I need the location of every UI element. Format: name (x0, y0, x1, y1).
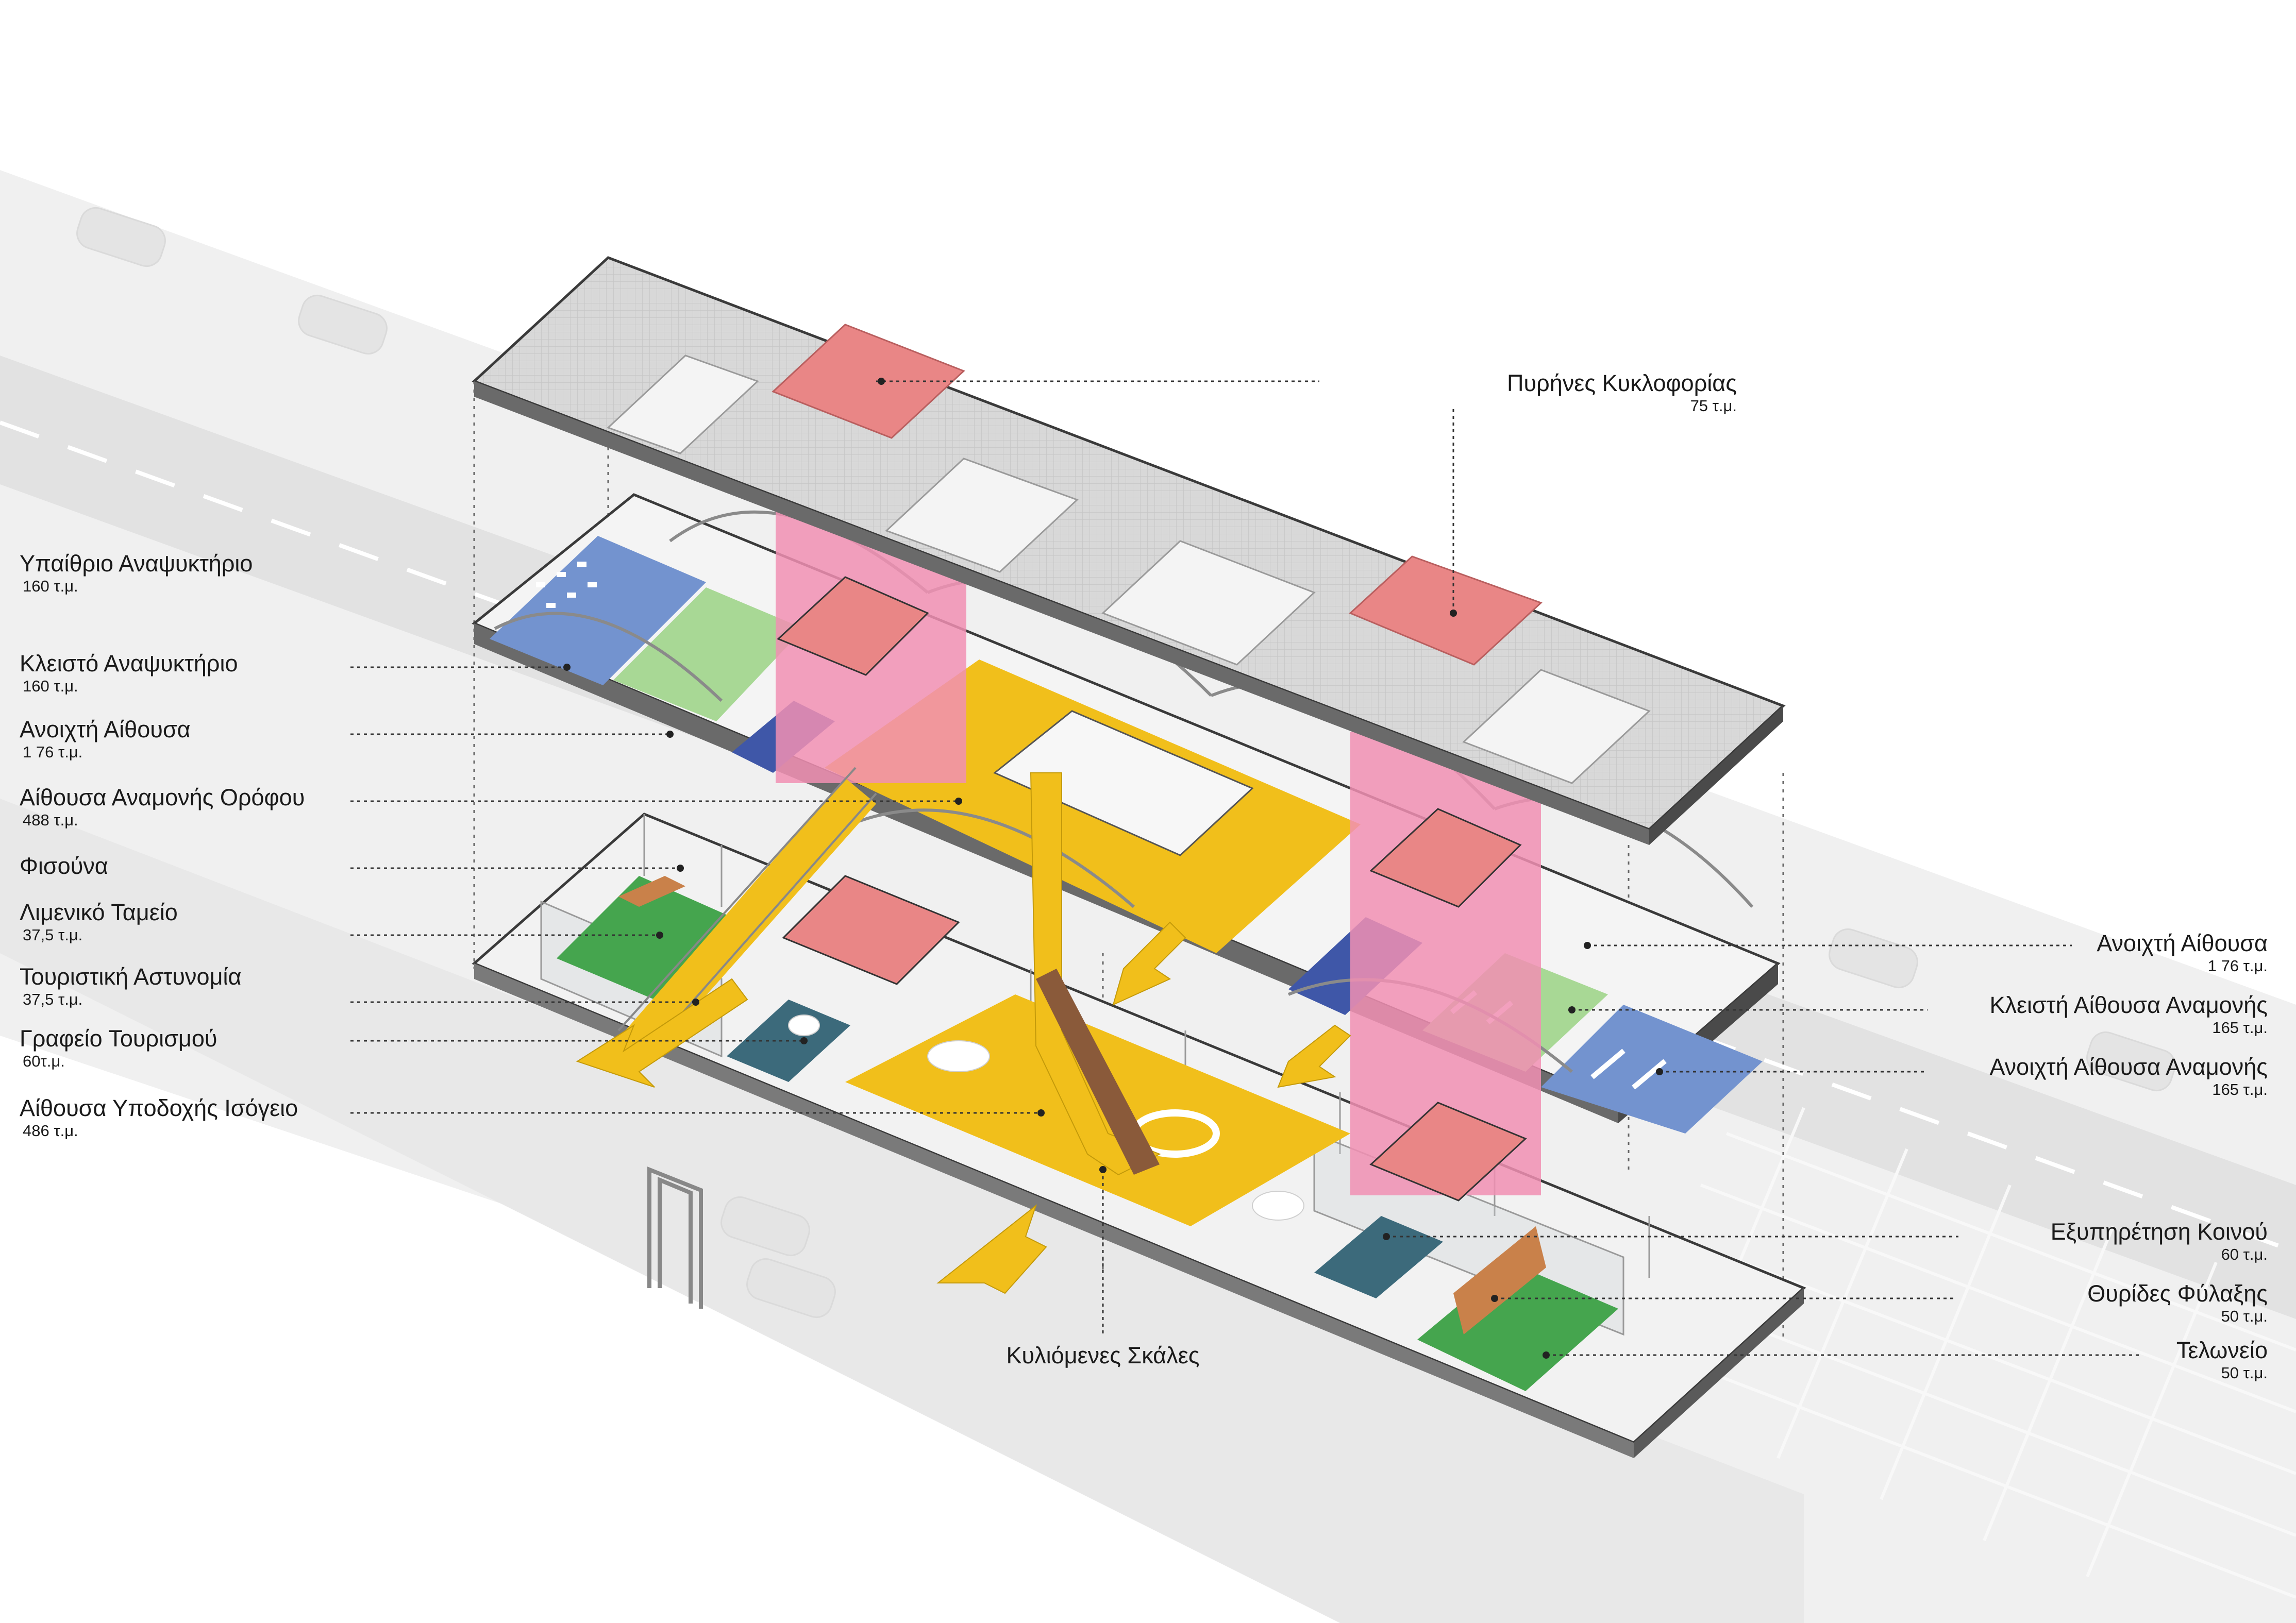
label-area: 37,5 τ.μ. (23, 990, 83, 1008)
label-circulation-cores: Πυρήνες Κυκλοφορίας 75 τ.μ. (1247, 370, 1737, 415)
road-markings (0, 420, 2296, 1254)
label-area: 50 τ.μ. (2221, 1363, 2268, 1382)
label-name: Τουριστική Αστυνομία (20, 963, 242, 990)
arrow-down-mid (1112, 921, 1186, 1006)
roof-panels (607, 354, 1651, 784)
label-area: 486 τ.μ. (23, 1121, 78, 1140)
upper-void (993, 710, 1254, 856)
label-port-cashier: Λιμενικό Ταμείο 37,5 τ.μ. (20, 899, 178, 944)
label-bridge: Φισούνα (20, 853, 108, 880)
sidewalk (0, 799, 1804, 1623)
label-name: Λιμενικό Ταμείο (20, 899, 178, 925)
label-area: 75 τ.μ. (1690, 396, 1737, 415)
label-name: Αίθουσα Υποδοχής Ισόγειο (20, 1095, 298, 1121)
label-area: 488 τ.μ. (23, 810, 78, 829)
label-tourist-police: Τουριστική Αστυνομία 37,5 τ.μ. (20, 963, 242, 1008)
flow-arrows (576, 772, 1351, 1294)
label-area: 1 76 τ.μ. (2207, 956, 2268, 975)
arrow-down-right (1277, 1024, 1351, 1088)
label-area: 1 76 τ.μ. (23, 742, 83, 761)
roof-core-right (1349, 555, 1543, 666)
core-left-upper (777, 576, 929, 676)
label-name: Υπαίθριο Αναψυκτήριο (20, 550, 253, 577)
ground-slab-side (1634, 1288, 1804, 1458)
escalators (1036, 969, 1160, 1175)
label-name: Φισούνα (20, 853, 108, 879)
label-area: 160 τ.μ. (23, 677, 78, 695)
label-area: 165 τ.μ. (2212, 1080, 2268, 1098)
label-name: Ανοιχτή Αίθουσα (20, 716, 191, 742)
label-name: Αίθουσα Αναμονής Ορόφου (20, 784, 305, 810)
roof-core-left (772, 324, 965, 439)
label-area: 50 τ.μ. (2221, 1307, 2268, 1325)
label-closed-waiting: Κλειστή Αίθουσα Αναμονής 165 τ.μ. (1804, 992, 2268, 1037)
core-left-ground (782, 875, 960, 985)
label-name: Ανοιχτή Αίθουσα Αναμονής (1989, 1054, 2268, 1080)
roof-side (1649, 706, 1783, 845)
label-tourism-office: Γραφείο Τουρισμού 60τ.μ. (20, 1025, 217, 1070)
closed-cafe-floor (613, 587, 804, 721)
label-ground-reception: Αίθουσα Υποδοχής Ισόγειο 486 τ.μ. (20, 1095, 298, 1140)
label-name: Τελωνείο (2176, 1337, 2268, 1363)
customs-room (1417, 1262, 1618, 1391)
label-name: Εξυπηρέτηση Κοινού (2050, 1219, 2268, 1245)
circulation-cores (776, 495, 1541, 1202)
label-area: 60 τ.μ. (2221, 1245, 2268, 1263)
label-customs: Τελωνείο 50 τ.μ. (1804, 1337, 2268, 1382)
label-area: 37,5 τ.μ. (23, 925, 83, 944)
label-upper-waiting-hall: Αίθουσα Αναμονής Ορόφου 488 τ.μ. (20, 784, 305, 829)
cars (76, 207, 2176, 1318)
leader-lines (350, 380, 2139, 1356)
arrow-escalator (1030, 772, 1161, 1176)
label-outdoor-cafe: Υπαίθριο Αναψυκτήριο 160 τ.μ. (20, 550, 253, 595)
label-customer-service: Εξυπηρέτηση Κοινού 60 τ.μ. (1804, 1219, 2268, 1263)
label-name: Κλειστή Αίθουσα Αναμονής (1989, 992, 2268, 1018)
label-name: Ανοιχτή Αίθουσα (2097, 930, 2268, 956)
roof-edge (474, 381, 1649, 845)
label-name: Θυρίδες Φύλαξης (2087, 1280, 2268, 1307)
label-name: Κλειστό Αναψυκτήριο (20, 650, 238, 677)
ground-slab-edge (474, 963, 1634, 1458)
outdoor-cafe-floor (490, 536, 706, 685)
tourist-police-room (557, 876, 732, 1000)
arrow-entrance (936, 1204, 1047, 1294)
label-name: Γραφείο Τουρισμού (20, 1025, 217, 1052)
escalator-stair (1036, 969, 1160, 1175)
label-open-hall-right: Ανοιχτή Αίθουσα 1 76 τ.μ. (1804, 930, 2268, 975)
label-name: Πυρήνες Κυκλοφορίας (1507, 370, 1737, 396)
core-right-upper (1369, 808, 1522, 908)
label-open-hall-left: Ανοιχτή Αίθουσα 1 76 τ.μ. (20, 716, 191, 761)
bridge-deck (603, 778, 876, 1077)
leader-dots (563, 378, 1663, 1359)
label-name: Κυλιόμενες Σκάλες (1006, 1342, 1200, 1368)
lockers-wall (1453, 1226, 1546, 1334)
label-area: 165 τ.μ. (2212, 1018, 2268, 1037)
gate-frame (647, 1166, 703, 1309)
label-closed-cafe: Κλειστό Αναψυκτήριο 160 τ.μ. (20, 650, 238, 695)
core-right-ground (1369, 1102, 1527, 1202)
roof (472, 256, 1786, 845)
label-open-waiting: Ανοιχτή Αίθουσα Αναμονής 165 τ.μ. (1804, 1054, 2268, 1098)
customer-service-room (1314, 1216, 1443, 1298)
arrow-exit-left (576, 978, 748, 1088)
label-lockers: Θυρίδες Φύλαξης 50 τ.μ. (1804, 1280, 2268, 1325)
label-area: 160 τ.μ. (23, 577, 78, 595)
label-escalators: Κυλιόμενες Σκάλες (969, 1342, 1237, 1369)
port-cashier-desk (618, 876, 685, 907)
label-area: 60τ.μ. (23, 1052, 65, 1070)
